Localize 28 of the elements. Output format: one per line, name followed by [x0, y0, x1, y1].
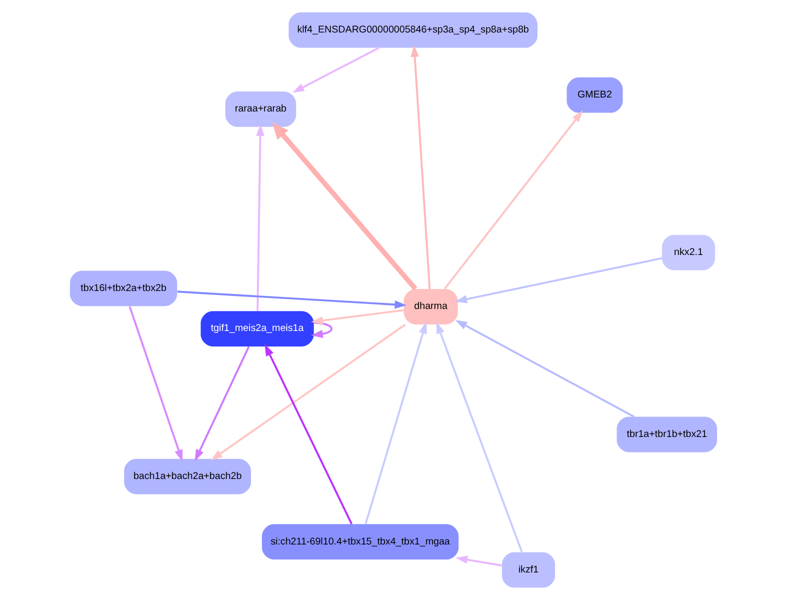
arrow: [444, 110, 583, 290]
node-box: si:ch211-69l10.4+tbx15_tbx4_tbx1_mgaa: [262, 524, 459, 560]
arrow: [364, 322, 427, 524]
arrow: [310, 322, 332, 338]
arrow: [194, 346, 250, 462]
arrow: [455, 320, 635, 418]
arrow: [264, 344, 353, 524]
node-box: bach1a+bach2a+bach2b: [124, 458, 251, 494]
node-box: raraa+rarab: [225, 92, 296, 127]
arrow: [210, 324, 406, 460]
node-box: klf4_ENSDARG00000005846+sp3a_sp4_sp8a+sp8b: [288, 12, 538, 48]
node-box: dharma: [404, 289, 458, 324]
arrow: [272, 122, 418, 290]
arrow: [456, 556, 502, 566]
arrow: [436, 322, 523, 552]
arrow: [128, 306, 183, 462]
arrow: [311, 309, 404, 325]
node-box: GMEB2: [566, 77, 623, 113]
arrow: [292, 46, 380, 93]
arrow: [410, 45, 431, 290]
node-box: tbr1a+tbr1b+tbx21: [616, 416, 718, 452]
arrow: [177, 290, 407, 309]
node-box: tgif1_meis2a_meis1a: [200, 311, 314, 346]
node-box: ikzf1: [502, 552, 556, 588]
arrow: [455, 257, 662, 304]
arrow: [256, 124, 264, 311]
node-box: nkx2.1: [662, 234, 716, 270]
node-box: tbx16l+tbx2a+tbx2b: [70, 270, 178, 306]
